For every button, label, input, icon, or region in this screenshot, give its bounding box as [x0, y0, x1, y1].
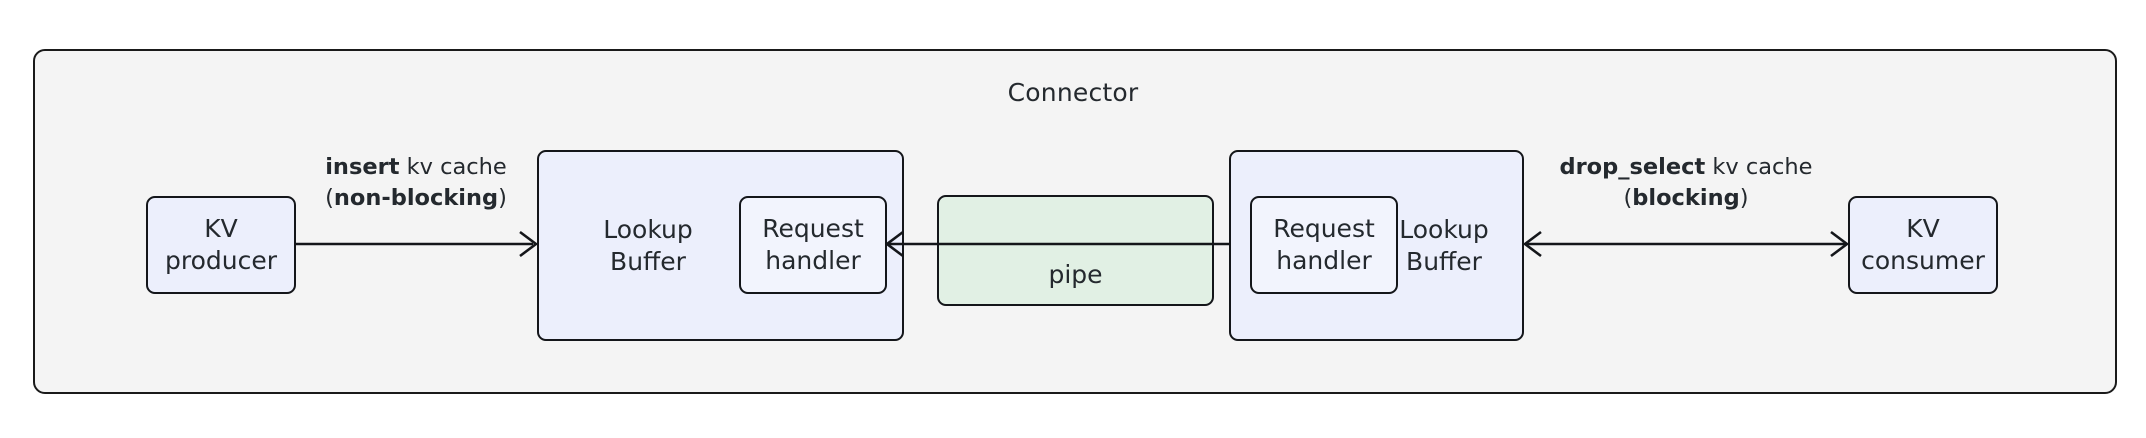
kv-consumer-line2: consumer	[1861, 246, 1985, 275]
pipe-label: pipe	[1048, 260, 1103, 289]
edge-label-insert-open: (	[325, 185, 334, 212]
lookup-buffer-left-label: Lookup Buffer	[573, 214, 723, 278]
node-kv-consumer: KV consumer	[1848, 196, 1998, 294]
node-pipe: pipe	[937, 195, 1214, 306]
lookup-buffer-right-line1: Lookup	[1399, 214, 1489, 244]
arrow-drop-select-bidirectional	[1522, 230, 1850, 258]
request-handler-right-line2: handler	[1276, 246, 1372, 275]
edge-label-insert-line2: (non-blocking)	[296, 183, 536, 214]
edge-label-drop-select-bold: drop_select	[1559, 154, 1706, 180]
lookup-buffer-right-label: Lookup Buffer	[1372, 214, 1516, 278]
request-handler-left-line2: handler	[765, 246, 861, 275]
connector-title: Connector	[1007, 78, 1139, 107]
arrow-insert	[296, 230, 539, 258]
edge-label-drop-select-close: )	[1739, 185, 1749, 212]
lookup-buffer-left-line1: Lookup	[603, 214, 693, 244]
lookup-buffer-left-line2: Buffer	[610, 246, 686, 276]
edge-label-insert-bold: insert	[325, 154, 400, 180]
request-handler-left-line1: Request	[762, 214, 864, 243]
edge-label-insert-close: )	[498, 185, 507, 212]
kv-producer-line2: producer	[164, 246, 277, 275]
edge-label-insert-bold2: non-blocking	[333, 185, 499, 212]
edge-label-drop-select-line1: drop_select kv cache	[1524, 152, 1848, 183]
kv-producer-line1: KV	[204, 214, 238, 243]
request-handler-right-line1: Request	[1273, 214, 1375, 243]
kv-consumer-line1: KV	[1906, 214, 1940, 243]
edge-label-drop-select: drop_select kv cache (blocking)	[1524, 152, 1848, 214]
edge-label-insert-rest: kv cache	[399, 154, 507, 180]
edge-label-drop-select-open: (	[1623, 185, 1633, 212]
node-request-handler-right: Request handler	[1250, 196, 1398, 294]
node-request-handler-left: Request handler	[739, 196, 887, 294]
node-kv-producer: KV producer	[146, 196, 296, 294]
edge-label-insert-line1: insert kv cache	[296, 152, 536, 183]
lookup-buffer-right-line2: Buffer	[1406, 246, 1482, 276]
edge-label-drop-select-rest: kv cache	[1705, 154, 1813, 180]
edge-label-insert: insert kv cache (non-blocking)	[296, 152, 536, 214]
edge-label-drop-select-line2: (blocking)	[1524, 183, 1848, 214]
edge-label-drop-select-bold2: blocking	[1632, 185, 1740, 212]
